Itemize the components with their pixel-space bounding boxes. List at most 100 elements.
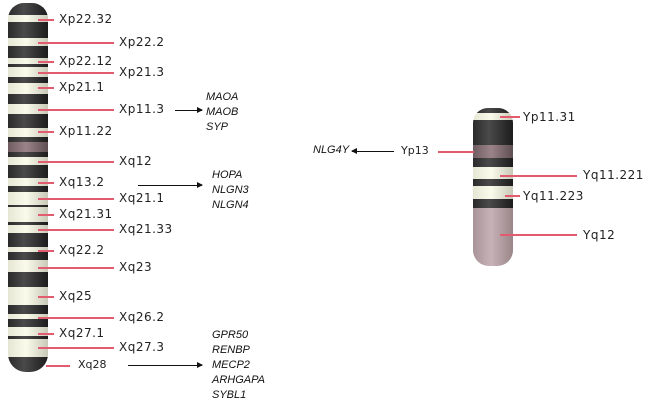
band-label[interactable]: Xp22.2 bbox=[119, 35, 165, 49]
chromosome-band bbox=[8, 314, 48, 319]
chromosome-band bbox=[8, 137, 48, 142]
band-label[interactable]: Yp11.31 bbox=[523, 110, 576, 124]
gene-name: NLG4Y bbox=[313, 144, 350, 156]
chromosome-band bbox=[8, 3, 48, 15]
band-label[interactable]: Xp22.32 bbox=[59, 12, 113, 26]
band-label[interactable]: Xq27.1 bbox=[59, 326, 105, 340]
chromosome-band bbox=[8, 186, 48, 192]
chromosome-band bbox=[8, 77, 48, 83]
band-label[interactable]: Xq25 bbox=[59, 289, 93, 303]
band-marker-line bbox=[38, 109, 114, 111]
chromosome-band bbox=[8, 319, 48, 327]
band-label[interactable]: Yq12 bbox=[583, 228, 616, 242]
band-label[interactable]: Xq28 bbox=[78, 358, 107, 371]
chromosome-band bbox=[8, 46, 48, 58]
chromosome-band bbox=[473, 167, 513, 179]
band-marker-line bbox=[38, 72, 114, 74]
band-marker-line bbox=[38, 214, 54, 216]
chromosome-band bbox=[473, 145, 513, 158]
band-label[interactable]: Xq21.33 bbox=[119, 222, 173, 236]
band-marker-line bbox=[38, 333, 54, 335]
chromosome-band bbox=[8, 192, 48, 205]
chromosome-band bbox=[8, 22, 48, 38]
band-label[interactable]: Yq11.223 bbox=[523, 189, 584, 203]
band-label[interactable]: Xp11.22 bbox=[59, 124, 113, 138]
chromosome-band bbox=[8, 58, 48, 64]
chromosome-band bbox=[8, 83, 48, 94]
chromosome-band bbox=[8, 357, 48, 372]
chromosome-band bbox=[473, 113, 513, 120]
arrow-right-icon bbox=[138, 182, 203, 188]
gene-name: MECP2 bbox=[212, 359, 250, 371]
chromosome-band bbox=[8, 260, 48, 272]
band-marker-line bbox=[438, 151, 474, 153]
chromosome-band bbox=[8, 38, 48, 46]
band-marker-line bbox=[38, 161, 114, 163]
chromosome-band bbox=[8, 207, 48, 222]
gene-name: MAOB bbox=[206, 106, 239, 118]
chromosome-band bbox=[8, 94, 48, 104]
band-marker-line bbox=[38, 229, 114, 231]
band-label[interactable]: Xp11.3 bbox=[119, 102, 165, 116]
band-marker-line bbox=[38, 19, 54, 21]
band-label[interactable]: Xp21.3 bbox=[119, 65, 165, 79]
band-label[interactable]: Xq13.2 bbox=[59, 175, 105, 189]
band-marker-line bbox=[500, 116, 520, 118]
band-label[interactable]: Xq21.1 bbox=[119, 191, 165, 205]
band-label[interactable]: Yq11.221 bbox=[583, 168, 644, 182]
band-label[interactable]: Xq27.3 bbox=[119, 340, 165, 354]
chromosome-band bbox=[8, 222, 48, 225]
band-marker-line bbox=[38, 131, 54, 133]
band-marker-line bbox=[46, 365, 70, 367]
arrow-left-icon bbox=[351, 148, 394, 154]
gene-name: NLGN4 bbox=[212, 199, 249, 211]
chromosome-band bbox=[8, 152, 48, 157]
band-marker-line bbox=[38, 347, 114, 349]
chromosome-band bbox=[8, 128, 48, 137]
gene-name: SYBL1 bbox=[212, 389, 247, 401]
band-marker-line bbox=[500, 175, 577, 177]
arrow-right-icon bbox=[175, 107, 203, 113]
band-marker-line bbox=[38, 61, 54, 63]
band-label[interactable]: Xq23 bbox=[119, 260, 153, 274]
gene-name: RENBP bbox=[212, 344, 250, 356]
chromosome-band bbox=[8, 64, 48, 67]
chromosome-band bbox=[8, 252, 48, 260]
band-label[interactable]: Xq22.2 bbox=[59, 243, 105, 257]
chromosome-band bbox=[8, 67, 48, 77]
band-marker-line bbox=[38, 198, 114, 200]
band-label[interactable]: Xp22.12 bbox=[59, 54, 113, 68]
chromosome-band bbox=[473, 179, 513, 186]
chromosome-band bbox=[8, 233, 48, 247]
chromosome-band bbox=[8, 225, 48, 233]
band-label[interactable]: Yp13 bbox=[401, 144, 429, 157]
band-label[interactable]: Xq26.2 bbox=[119, 310, 165, 324]
chromosome-band bbox=[473, 208, 513, 266]
chromosome-band bbox=[8, 339, 48, 357]
gene-name: MAOA bbox=[206, 91, 239, 103]
band-marker-line bbox=[38, 182, 54, 184]
gene-name: ARHGAPA bbox=[212, 374, 265, 386]
chromosome-band bbox=[8, 287, 48, 305]
chromosome-band bbox=[8, 336, 48, 339]
chromosome-band bbox=[8, 205, 48, 207]
chromosome-band bbox=[8, 104, 48, 114]
chromosome-band bbox=[8, 142, 48, 152]
chromosome-band bbox=[473, 199, 513, 208]
band-marker-line bbox=[505, 195, 520, 197]
band-label[interactable]: Xq12 bbox=[119, 154, 153, 168]
band-label[interactable]: Xp21.1 bbox=[59, 80, 105, 94]
band-label[interactable]: Xq21.31 bbox=[59, 207, 113, 221]
chromosome-band bbox=[8, 114, 48, 128]
chromosome-band bbox=[8, 327, 48, 336]
gene-name: HOPA bbox=[212, 169, 243, 181]
chromosome-band bbox=[473, 120, 513, 145]
band-marker-line bbox=[38, 250, 54, 252]
chromosome-band bbox=[8, 15, 48, 22]
chromosome-band bbox=[473, 158, 513, 167]
chromosome-band bbox=[8, 272, 48, 287]
